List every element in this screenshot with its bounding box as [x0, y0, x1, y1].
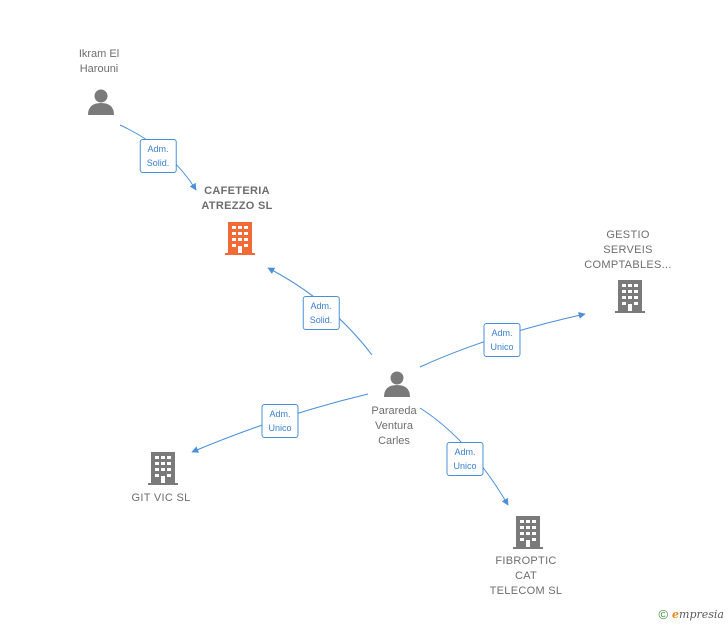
- brand-logo[interactable]: empresia: [672, 608, 724, 621]
- edge-label-adm-unico: Adm. Unico: [446, 442, 484, 476]
- node-label-fibroptic[interactable]: FIBROPTIC CAT TELECOM SL: [489, 555, 563, 597]
- node-label-cafeteria[interactable]: CAFETERIA ATREZZO SL: [201, 185, 273, 212]
- edge-label-adm-unico: Adm. Unico: [483, 323, 521, 357]
- person-icon[interactable]: [88, 89, 114, 116]
- building-icon[interactable]: [148, 452, 178, 485]
- copyright-icon: ©: [658, 607, 669, 622]
- person-icon[interactable]: [384, 371, 410, 398]
- node-label-gitvic[interactable]: GIT VIC SL: [131, 492, 191, 504]
- edge-label-adm-solid: Adm. Solid.: [302, 296, 340, 330]
- edge-label-adm-unico: Adm. Unico: [261, 404, 299, 438]
- building-icon[interactable]: [615, 280, 645, 313]
- node-label-gestio[interactable]: GESTIO SERVEIS COMPTABLES...: [584, 229, 672, 271]
- building-icon[interactable]: [225, 222, 255, 255]
- building-icon[interactable]: [513, 516, 543, 549]
- brand-footer: © empresia: [658, 607, 724, 622]
- edge-label-adm-solid: Adm. Solid.: [139, 139, 177, 173]
- node-label-ikram[interactable]: Ikram El Harouni: [78, 48, 120, 75]
- node-label-parareda[interactable]: Parareda Ventura Carles: [371, 405, 417, 447]
